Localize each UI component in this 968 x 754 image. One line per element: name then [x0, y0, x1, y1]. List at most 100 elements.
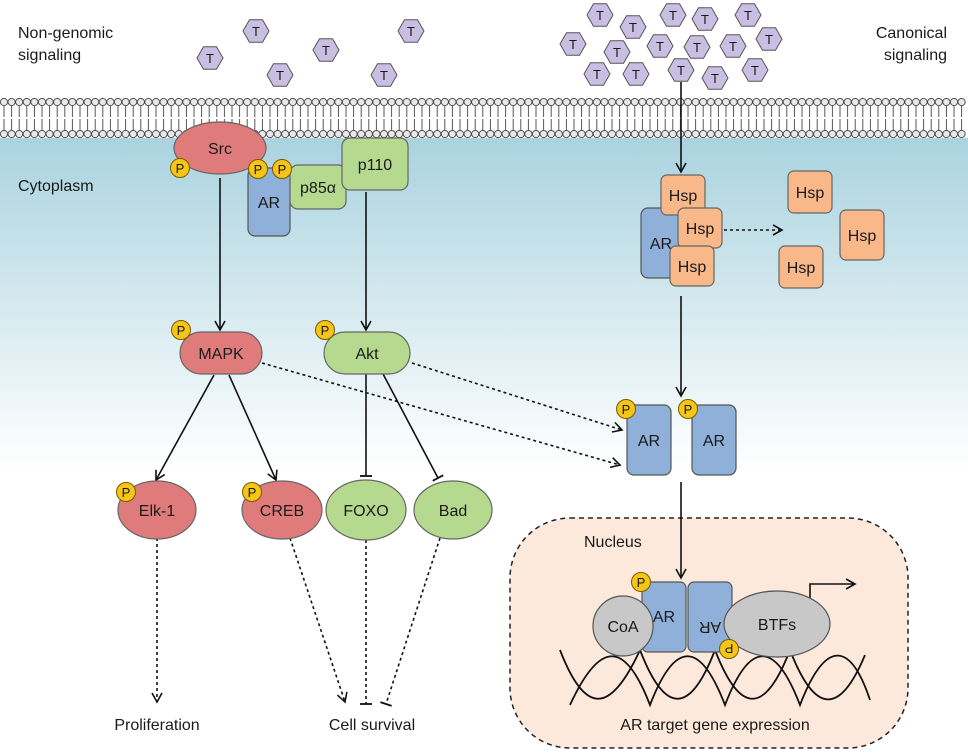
bad-node — [413, 480, 493, 540]
btfs-label: BTFs — [758, 617, 796, 634]
ar-hsp-ar-label: AR — [650, 236, 672, 253]
phospho-badge — [170, 158, 190, 178]
ligand-label: T — [669, 8, 677, 23]
cell-membrane — [0, 96, 968, 139]
hsp-node-6 — [778, 245, 824, 289]
ar-dimer-right-label: AR — [703, 433, 725, 450]
cell-survival-label: Cell survival — [329, 717, 415, 734]
ligand-label: T — [744, 8, 752, 23]
phospho-badge — [631, 572, 651, 592]
ligand-label: T — [729, 39, 737, 54]
ligand-label: T — [677, 63, 685, 78]
connectors — [151, 82, 857, 707]
ligand-hexagon — [586, 3, 614, 27]
ligand-hexagon — [667, 58, 695, 82]
ligand-hexagon — [397, 19, 425, 43]
canonical-label-line1: Canonical — [876, 25, 947, 42]
ligand-label: T — [206, 51, 214, 66]
ligand-label: T — [711, 71, 719, 86]
foxo-node — [325, 479, 407, 541]
ligand-label: T — [632, 67, 640, 82]
non-genomic-label-line2: signaling — [18, 47, 81, 64]
elk1-node — [117, 480, 197, 540]
canonical-label-line2: signaling — [884, 47, 947, 64]
ligand-label: T — [569, 37, 577, 52]
coa-label: CoA — [607, 619, 638, 636]
ligand-hexagon — [691, 7, 719, 31]
phospho-badge — [315, 320, 335, 340]
ligand-hexagon — [622, 62, 650, 86]
nucleus-label: Nucleus — [584, 534, 642, 551]
ligand-label: T — [380, 68, 388, 83]
mapk-label: MAPK — [198, 346, 244, 363]
hsp-node-5 — [839, 209, 885, 261]
cytoplasm-label: Cytoplasm — [18, 178, 94, 195]
phospho-label: P — [122, 485, 131, 500]
hsp-label-3: Hsp — [678, 259, 707, 276]
membrane-ar-label: AR — [258, 195, 280, 212]
dotted-akt-ar — [411, 362, 624, 433]
phospho-badge — [171, 320, 191, 340]
phospho-label: P — [637, 575, 646, 590]
btfs-node — [723, 590, 831, 658]
dotted-bad-survival — [380, 537, 441, 707]
ligand-label: T — [593, 67, 601, 82]
ar-dimer-left — [626, 404, 672, 476]
ligand-hexagon — [559, 32, 587, 56]
phospho-label: P — [684, 402, 693, 417]
ligand-hexagon — [619, 15, 647, 39]
ligand-label: T — [765, 32, 773, 47]
src-node — [173, 121, 267, 175]
hsp-node-4 — [787, 170, 833, 214]
ligand-hexagon — [603, 40, 631, 64]
phospho-badge — [272, 159, 292, 179]
hsp-label-4: Hsp — [796, 185, 825, 202]
ligand-label: T — [656, 39, 664, 54]
ligand-label: T — [276, 68, 284, 83]
ligand-label: T — [629, 20, 637, 35]
phospho-badge — [719, 639, 739, 659]
creb-node — [241, 480, 323, 540]
ar-dimer-left-label: AR — [638, 433, 660, 450]
phospho-label: P — [177, 323, 186, 338]
arrow-mapk-elk1 — [155, 374, 215, 482]
ligand-hexagon — [741, 58, 769, 82]
dotted-mapk-ar — [261, 362, 622, 469]
phospho-label: P — [321, 323, 330, 338]
akt-label: Akt — [355, 346, 379, 363]
bad-label: Bad — [439, 503, 467, 520]
phospho-badge — [248, 159, 268, 179]
ligand-hexagon — [370, 63, 398, 87]
ligand-hexagon — [734, 3, 762, 27]
hsp-label-2: Hsp — [686, 221, 715, 238]
ligand-label: T — [613, 45, 621, 60]
akt-node — [323, 331, 411, 375]
src-label: Src — [208, 141, 232, 158]
non-genomic-label-line1: Non-genomic — [18, 25, 113, 42]
phospho-badge — [116, 482, 136, 502]
ar-dimer-right — [691, 404, 737, 476]
ligand-hexagon — [242, 19, 270, 43]
phospho-label: P — [278, 162, 287, 177]
ligand-label: T — [407, 24, 415, 39]
phospho-badge — [242, 482, 262, 502]
hsp-label-5: Hsp — [848, 228, 877, 245]
phospho-label: P — [254, 162, 263, 177]
ligand-hexagon — [312, 38, 340, 62]
mapk-node — [179, 331, 263, 375]
creb-label: CREB — [260, 503, 304, 520]
ligand-label: T — [596, 8, 604, 23]
arrow-mapk-creb — [228, 374, 278, 482]
proliferation-label: Proliferation — [114, 717, 199, 734]
phospho-label: P — [176, 161, 185, 176]
ligand-label: T — [693, 40, 701, 55]
p85a-label: p85α — [300, 180, 336, 197]
ligand-label: T — [252, 24, 260, 39]
phospho-label: P — [725, 641, 734, 656]
ligand-hexagon — [583, 62, 611, 86]
ligand-hexagon — [701, 66, 729, 90]
p110-label: p110 — [358, 157, 393, 174]
